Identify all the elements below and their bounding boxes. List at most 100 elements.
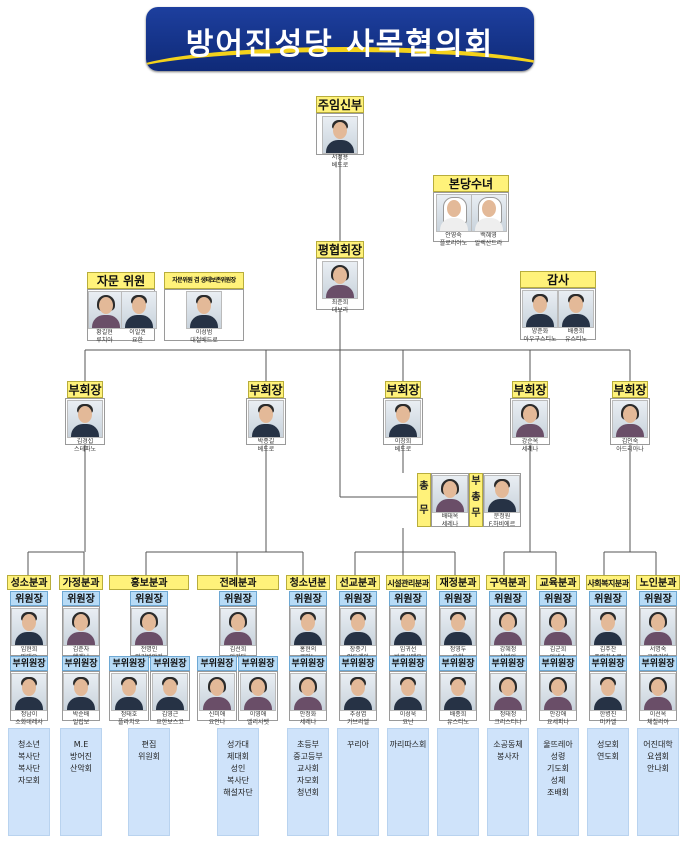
division-10-vice-chief-1-photo [540, 673, 576, 711]
division-5-chief: 홍현의로마노 [289, 608, 327, 662]
division-title: 홍보분과 [109, 575, 189, 590]
division-vice-chief-label: 부위원장 [389, 656, 427, 671]
division-group-item: 성인 [230, 764, 246, 773]
division-5-vice-chief-1-baptismal-name: 세레나 [299, 719, 317, 726]
division-3-chief: 전명인마리비앙카 [130, 608, 168, 662]
advisors-role: 자문 위원 [87, 272, 155, 289]
division-chief-label: 위원장 [589, 591, 627, 606]
division-2-vice-chief-1-baptismal-name: 일립보 [72, 719, 90, 726]
division-9-chief-name: 강혜정 [499, 646, 517, 653]
division-11-vice-chief-1-baptismal-name: 미카엘 [599, 719, 617, 726]
division-chief-label: 위원장 [389, 591, 427, 606]
division-3-chief-photo [131, 608, 167, 646]
vice-secretary-photo [484, 475, 520, 513]
auditor-2: 배종희 유스티노 [558, 290, 594, 344]
pastor-photo [322, 116, 358, 154]
vice-president-3-photo [385, 400, 421, 438]
division-chief-label: 위원장 [339, 591, 377, 606]
division-group-item: 복사단 [226, 776, 250, 785]
division-title: 노인분과 [636, 575, 680, 590]
division-7-vice-chief-1-name: 이성욱 [399, 711, 417, 718]
division-chief-label: 위원장 [639, 591, 677, 606]
secretary-photo [432, 475, 468, 513]
division-title: 성소분과 [7, 575, 51, 590]
division-vice-chief-label: 부위원장 [339, 656, 377, 671]
division-8-vice-chief-1-baptismal-name: 유스티노 [446, 719, 470, 726]
division-12-vice-chief-1-photo [640, 673, 676, 711]
division-4-vice-chief-1-photo [199, 673, 235, 711]
vice-president-2-name: 박종길 [257, 438, 275, 445]
vice-president-5-baptismal-name: 아드리아나 [616, 446, 644, 453]
division-11-chief-name: 김주찬 [599, 646, 617, 653]
division-group-item: 소공동체 [493, 740, 523, 749]
division-group-item: 성령 [550, 752, 566, 761]
division-10-vice-chief-1-name: 안강애 [549, 711, 567, 718]
division-title: 재정분과 [436, 575, 480, 590]
pastor: 서정용 베드로 [316, 116, 364, 170]
division-group-item: 제대회 [226, 752, 250, 761]
division-4-vice-chief-2-name: 이영애 [249, 711, 267, 718]
division-11-vice-chief-1-photo [590, 673, 626, 711]
page-title: 방어진성당 사목협의회 [185, 27, 495, 62]
division-2-chief-photo [63, 608, 99, 646]
division-10-chief-photo [540, 608, 576, 646]
division-chief-label: 위원장 [62, 591, 100, 606]
division-group-item: 안나회 [646, 764, 670, 773]
vice-president-role: 부회장 [248, 381, 284, 398]
eco-role: 자문위원 겸 생태보존위원장 [164, 272, 244, 289]
division-4-vice-chief-2-photo [240, 673, 276, 711]
division-group-item: 기도회 [546, 764, 570, 773]
auditor-1-photo [522, 290, 558, 328]
advisor-1: 황길현 루치아 [88, 291, 124, 345]
division-group-item: 복사단 [17, 764, 41, 773]
division-12-chief-photo [640, 608, 676, 646]
division-vice-chief-label: 부위원장 [238, 656, 278, 671]
division-vice-chief-label: 부위원장 [150, 656, 190, 671]
president-photo [322, 261, 358, 299]
division-group-item: 방어진 [69, 752, 93, 761]
division-4-chief-name: 김선희 [229, 646, 247, 653]
vice-president-5-name: 김인숙 [621, 438, 639, 445]
division-chief-label: 위원장 [539, 591, 577, 606]
vice-president-role: 부회장 [612, 381, 648, 398]
division-group-item: 교사회 [296, 764, 320, 773]
division-7-chief: 임귀선바르시메오 [389, 608, 427, 662]
division-group-item: 복사단 [17, 752, 41, 761]
division-6-vice-chief-1-name: 추성엽 [349, 711, 367, 718]
division-group-item: 요셉회 [646, 752, 670, 761]
vice-president-role: 부회장 [512, 381, 548, 398]
division-6-vice-chief-1-baptismal-name: 가브리엘 [346, 719, 370, 726]
auditor-1: 양춘화 아우구스티노 [522, 290, 558, 344]
pastor-name: 서정용 [331, 154, 349, 161]
division-group-item: 성모회 [596, 740, 620, 749]
division-2-vice-chief-1-photo [63, 673, 99, 711]
division-1-vice-chief-1-baptismal-name: 소화데레사 [15, 719, 43, 726]
division-group-item: 조배회 [546, 788, 570, 797]
division-groups [437, 728, 479, 836]
division-vice-chief-label: 부위원장 [639, 656, 677, 671]
audit-role: 감사 [520, 271, 596, 288]
division-6-chief: 장종기안드레아 [339, 608, 377, 662]
division-4-vice-chief-2-baptismal-name: 엘리사벳 [246, 719, 270, 726]
vice-president-5-photo [612, 400, 648, 438]
division-title: 전례분과 [197, 575, 279, 590]
division-11-chief: 김주찬프란치스코 [589, 608, 627, 662]
division-4-chief-photo [220, 608, 256, 646]
division-group-item: 자모회 [17, 776, 41, 785]
division-5-vice-chief-1-name: 안정화 [299, 711, 317, 718]
nun-1: 안영숙 플로리아노 [436, 194, 472, 248]
division-1-chief-name: 임현희 [20, 646, 38, 653]
vice-president-4-baptismal-name: 세레나 [521, 446, 539, 453]
vice-president-4-photo [512, 400, 548, 438]
